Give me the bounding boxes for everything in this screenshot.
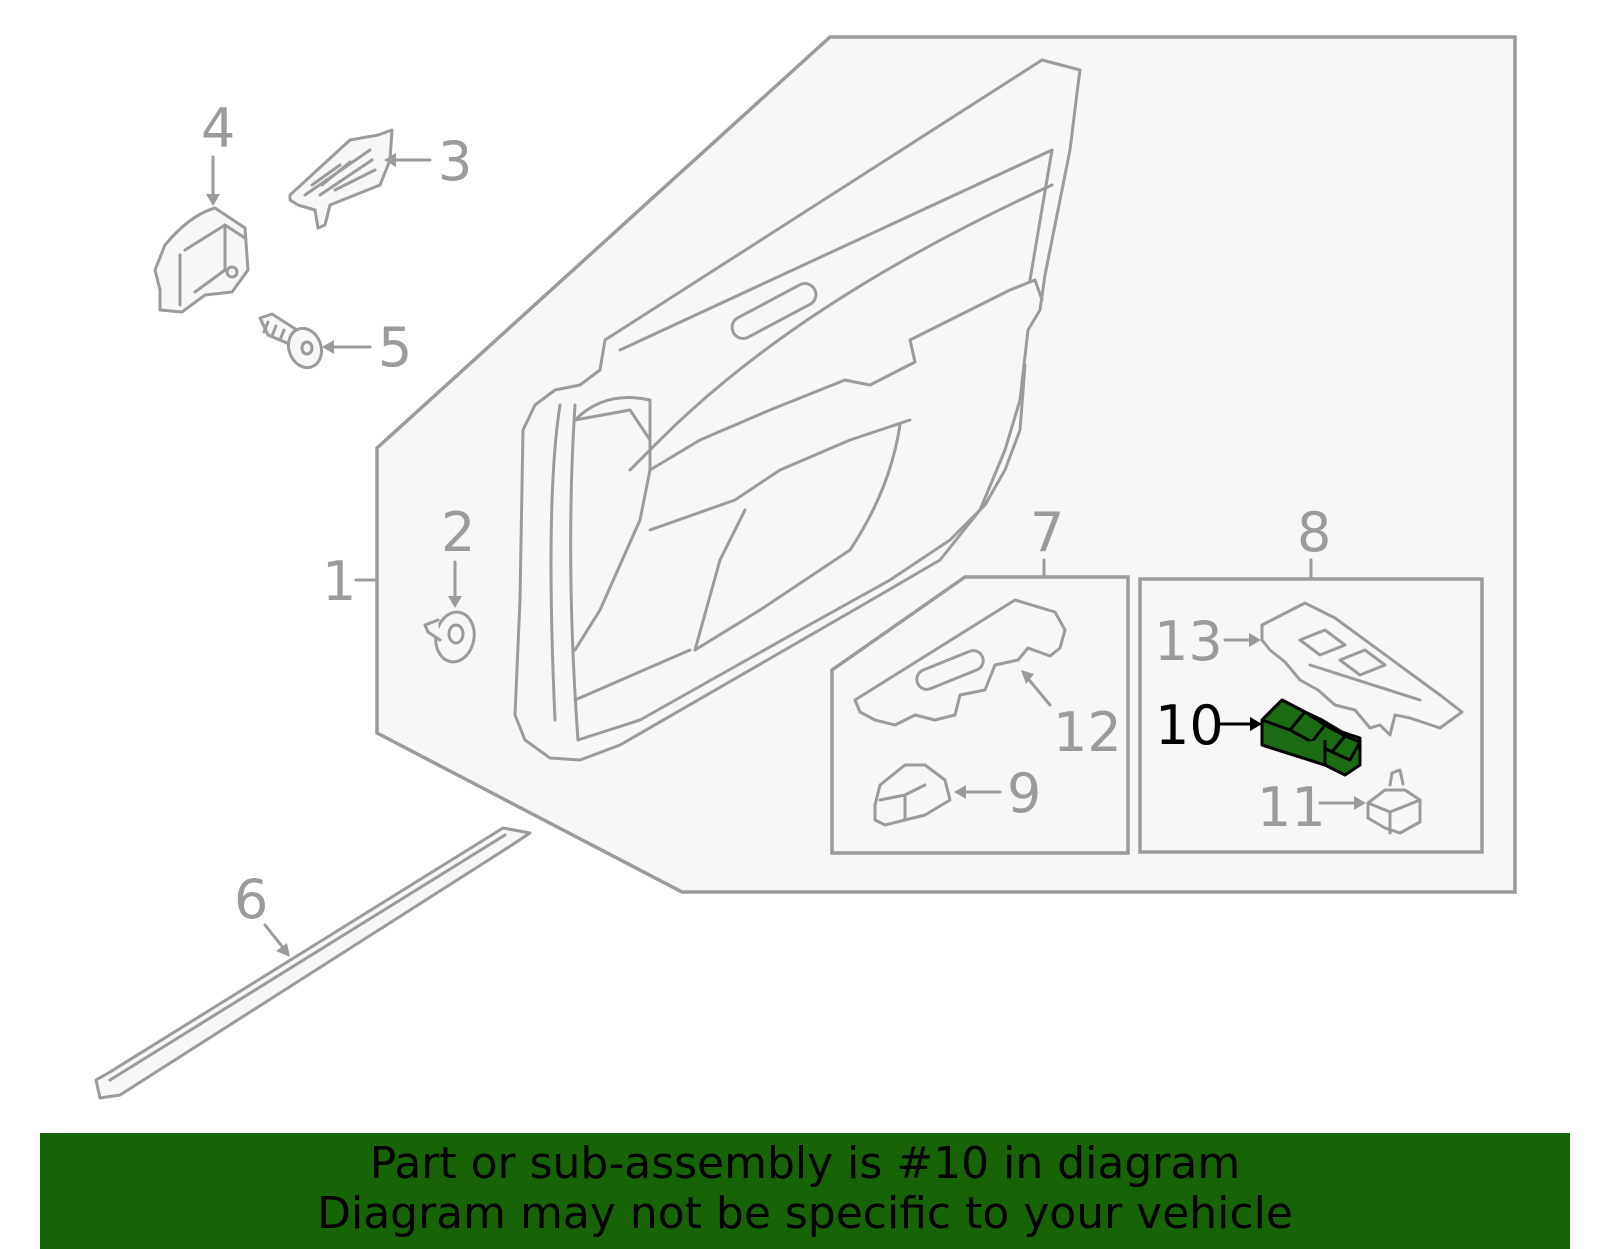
callout-13: 13 bbox=[1154, 610, 1223, 673]
group-7-box bbox=[830, 558, 1130, 855]
callout-5: 5 bbox=[378, 316, 412, 379]
callout-12: 12 bbox=[1053, 701, 1122, 764]
part-5-screw bbox=[258, 312, 372, 370]
callout-8: 8 bbox=[1297, 501, 1331, 564]
callout-1: 1 bbox=[322, 550, 356, 613]
callout-11: 11 bbox=[1257, 776, 1326, 839]
group-8-box bbox=[1138, 558, 1484, 854]
callout-7: 7 bbox=[1030, 501, 1064, 564]
callout-10: 10 bbox=[1155, 694, 1224, 757]
part-6-molding bbox=[94, 826, 532, 1100]
part-3-bracket bbox=[288, 128, 432, 230]
part-2-clip bbox=[423, 560, 476, 664]
part-10-switch-highlighted bbox=[1218, 698, 1362, 777]
info-banner: Part or sub-assembly is #10 in diagram D… bbox=[40, 1133, 1570, 1249]
callout-2: 2 bbox=[441, 501, 475, 564]
banner-line-2: Diagram may not be specific to your vehi… bbox=[317, 1188, 1293, 1239]
callout-4: 4 bbox=[201, 97, 235, 160]
door-trim-panel bbox=[513, 58, 1082, 762]
part-4-housing bbox=[153, 155, 250, 314]
banner-line-1: Part or sub-assembly is #10 in diagram bbox=[369, 1138, 1241, 1189]
callout-9: 9 bbox=[1007, 762, 1041, 825]
callout-6: 6 bbox=[234, 868, 268, 931]
callout-3: 3 bbox=[438, 130, 472, 193]
